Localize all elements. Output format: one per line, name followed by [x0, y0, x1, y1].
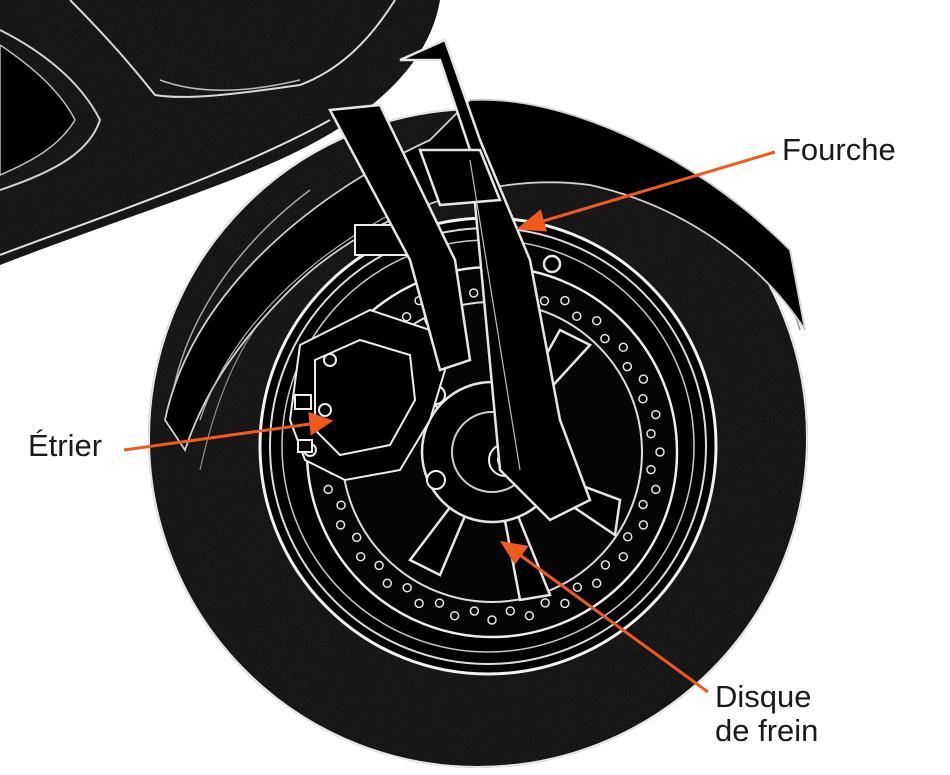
- disc-hole: [469, 606, 480, 616]
- disc-hole: [591, 578, 602, 589]
- disc-hole: [505, 606, 516, 616]
- disc-hole: [540, 598, 550, 608]
- disc-hole: [638, 499, 648, 510]
- disc-hole: [524, 611, 535, 621]
- disc-hole: [336, 500, 346, 510]
- disc-hole: [646, 464, 656, 475]
- disc-hole: [449, 611, 460, 621]
- disc-hole: [572, 311, 582, 322]
- disc-hole: [622, 361, 633, 372]
- disc-hole: [539, 296, 550, 306]
- disc-hole: [655, 447, 665, 457]
- disc-hole: [335, 520, 346, 530]
- disc-hole: [651, 484, 661, 495]
- fork-callout-line: [539, 150, 776, 224]
- disc-hole: [591, 315, 602, 326]
- disc-hole: [651, 409, 661, 420]
- disc-hole: [402, 582, 412, 593]
- disc-hole: [638, 394, 648, 404]
- disc-hole: [646, 428, 656, 439]
- disc-hole: [414, 598, 424, 609]
- disc-hole: [560, 598, 570, 609]
- front-fork-illustration: [328, 38, 592, 522]
- front-mudguard: [164, 98, 806, 453]
- label-fourche: Fourche: [782, 132, 896, 167]
- disc-hole: [401, 311, 412, 322]
- label-disque-line1: Disque: [715, 679, 812, 714]
- callout-arrows: [123, 150, 776, 694]
- disc-hole: [638, 520, 649, 530]
- disc-hole: [487, 615, 497, 625]
- brake-caliper-illustration: [288, 224, 447, 482]
- disc-hole: [323, 484, 333, 495]
- fairing-panel: [0, 0, 440, 265]
- disc-hole: [618, 551, 629, 562]
- disc-hole: [374, 560, 384, 571]
- label-etrier: Étrier: [28, 428, 103, 463]
- disc-hole: [468, 288, 479, 298]
- disc-hole: [351, 532, 362, 543]
- disc-hole: [560, 295, 570, 306]
- caliper-callout-arrowhead: [308, 411, 334, 436]
- label-disque-de-frein: Disque de frein: [715, 680, 818, 748]
- disc-hole: [638, 374, 649, 384]
- disc-hole: [600, 333, 610, 344]
- label-disque-line2: de frein: [715, 713, 819, 748]
- disc-hole: [434, 598, 445, 608]
- disc-hole: [618, 342, 629, 353]
- disc-hole: [355, 551, 366, 562]
- disc-hole: [382, 578, 393, 589]
- disc-hole: [600, 560, 611, 570]
- disc-callout-arrowhead: [499, 540, 529, 565]
- fork-callout-arrowhead: [516, 209, 548, 232]
- disc-callout-line: [519, 553, 709, 694]
- disc-hole: [572, 582, 583, 593]
- caliper-callout-line: [123, 422, 311, 452]
- disc-hole: [622, 532, 633, 542]
